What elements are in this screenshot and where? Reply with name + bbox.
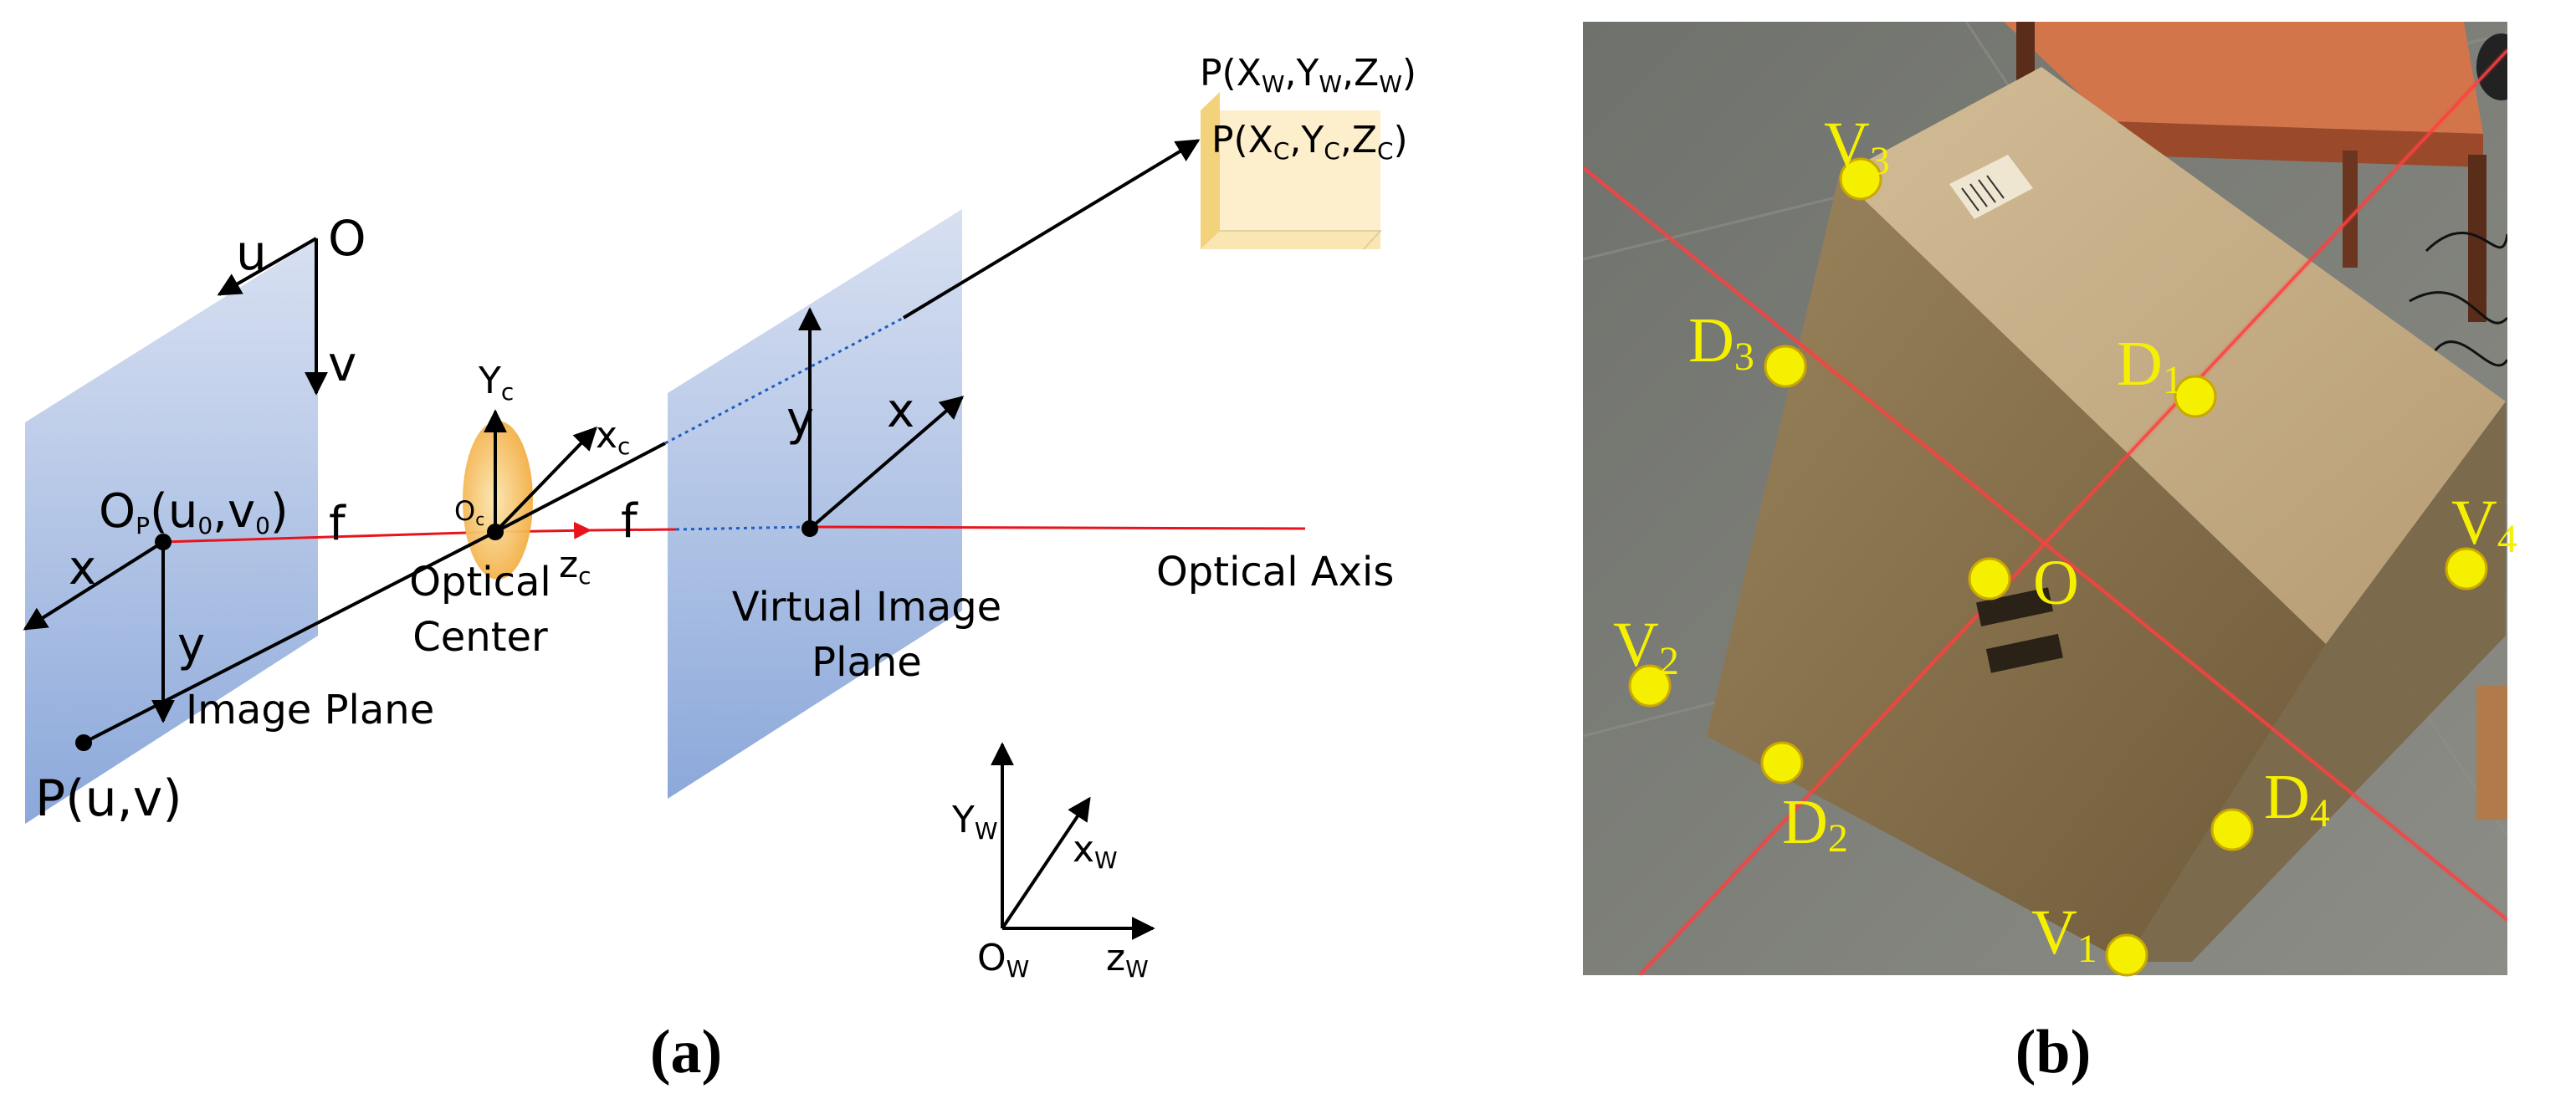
optical-axis-red-left bbox=[162, 530, 494, 544]
marker-v3 bbox=[1839, 157, 1882, 201]
photo-cables bbox=[2409, 232, 2507, 367]
panel-a: O u v x y OP(u0,v0) Yc xc zc Oc Optical … bbox=[23, 52, 1416, 1086]
virtual-image-plane bbox=[668, 209, 962, 799]
image-point-dot bbox=[75, 734, 92, 751]
optical-axis-red-mid bbox=[589, 528, 677, 532]
optical-center-label-line1: Optical bbox=[409, 559, 551, 606]
f-label-virtual-side: f bbox=[621, 494, 638, 549]
world-point-label-camera: P(XC,YC,ZC) bbox=[1211, 119, 1408, 165]
zc-label: zc bbox=[559, 544, 592, 590]
image-x-axis-arrow bbox=[23, 540, 165, 631]
photo: ▌▌ bbox=[1583, 22, 2507, 975]
world-point-cube bbox=[1201, 92, 1382, 250]
f-label-image-side: f bbox=[329, 497, 346, 551]
label-d4: D4 bbox=[2264, 762, 2330, 836]
yc-label: Yc bbox=[478, 360, 514, 406]
label-v2: V2 bbox=[1613, 610, 1679, 683]
xw-axis-arrow bbox=[1001, 796, 1091, 930]
zw-label: zW bbox=[1106, 937, 1149, 983]
principal-point-label: OP(u0,v0) bbox=[99, 484, 289, 539]
marker-labels: V3 D3 D1 V4 O V2 D2 D4 V1 bbox=[1613, 110, 2517, 971]
xw-label: xW bbox=[1073, 828, 1118, 874]
box-top-face bbox=[1839, 67, 2506, 644]
label-v1: V1 bbox=[2031, 897, 2097, 971]
laser-lines bbox=[1583, 49, 2507, 975]
label-v4: V4 bbox=[2451, 488, 2517, 561]
panel-b: ▌▌ V3 D3 D1 V4 O V2 D2 D4 V1 (b) bbox=[1583, 22, 2517, 1086]
marker-v2 bbox=[1628, 664, 1672, 708]
label-v3: V3 bbox=[1824, 110, 1890, 183]
virtual-plane-label-line2: Plane bbox=[812, 639, 922, 686]
optical-axis-red-right bbox=[807, 525, 1306, 530]
u-axis-arrow bbox=[217, 237, 318, 296]
projection-ray-to-world bbox=[902, 139, 1201, 319]
ow-label: OW bbox=[977, 937, 1029, 983]
image-x-label: x bbox=[69, 541, 96, 595]
xc-label: xc bbox=[596, 414, 630, 460]
box-barcode-label bbox=[1949, 155, 2033, 219]
v-label: v bbox=[328, 335, 356, 392]
caption-b: (b) bbox=[2015, 1018, 2091, 1086]
marker-o bbox=[1968, 557, 2011, 601]
virtual-x-label: x bbox=[887, 384, 914, 438]
projection-ray-back bbox=[83, 530, 496, 744]
optical-axis-label: Optical Axis bbox=[1156, 549, 1394, 595]
virtual-plane-label-line1: Virtual Image bbox=[732, 584, 1001, 631]
virtual-y-label: y bbox=[786, 392, 814, 447]
label-d2: D2 bbox=[1782, 787, 1848, 861]
optical-center-label-line2: Center bbox=[412, 614, 548, 661]
caption-a: (a) bbox=[650, 1018, 722, 1086]
xc-axis-arrow bbox=[494, 426, 597, 534]
marker-d2 bbox=[1760, 741, 1804, 785]
yw-label: YW bbox=[951, 799, 998, 845]
oc-label: Oc bbox=[454, 495, 484, 529]
image-plane-label: Image Plane bbox=[186, 687, 434, 733]
label-d1: D1 bbox=[2117, 329, 2183, 402]
image-origin-label: O bbox=[328, 210, 366, 267]
box-front-face bbox=[1707, 176, 2326, 962]
image-y-label: y bbox=[177, 618, 205, 672]
image-point-label: P(u,v) bbox=[35, 769, 182, 828]
marker-d3 bbox=[1764, 345, 1807, 388]
marker-v1 bbox=[2105, 933, 2148, 977]
projection-ray-front bbox=[494, 442, 666, 534]
optical-center-dot bbox=[487, 524, 504, 540]
marker-d1 bbox=[2174, 375, 2217, 418]
label-d3: D3 bbox=[1688, 305, 1754, 379]
image-plane bbox=[25, 238, 318, 824]
label-o: O bbox=[2033, 548, 2079, 618]
u-label: u bbox=[236, 224, 267, 281]
world-point-label-world: P(XW,YW,ZW) bbox=[1200, 52, 1416, 98]
photo-chair bbox=[2004, 22, 2507, 820]
virtual-x-axis-arrow bbox=[808, 396, 965, 530]
marker-d4 bbox=[2210, 808, 2254, 851]
marker-v4 bbox=[2445, 547, 2488, 590]
principal-point-dot bbox=[155, 534, 172, 550]
